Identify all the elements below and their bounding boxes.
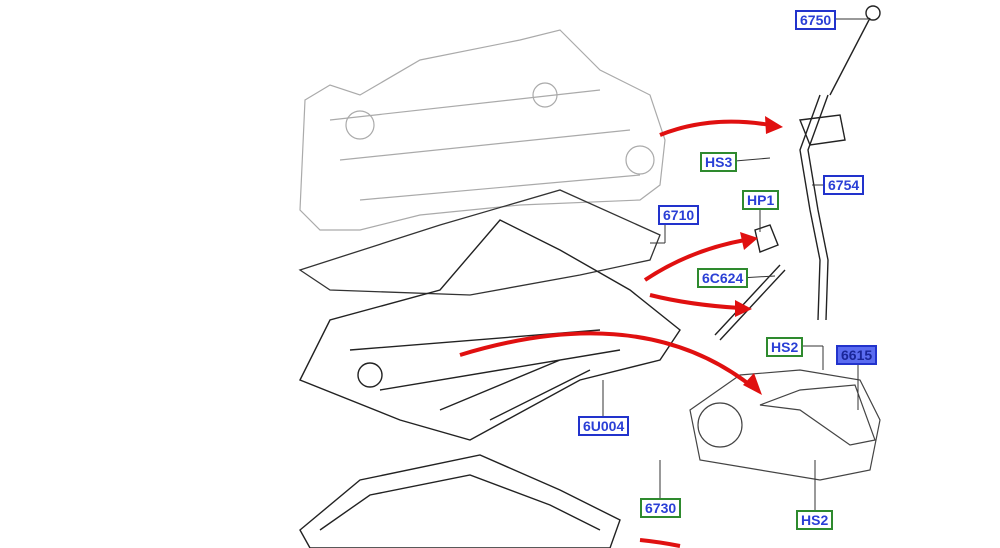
leader-lines (602, 18, 868, 510)
dipstick-and-tube (714, 5, 881, 341)
oil-pump-assembly (689, 369, 881, 481)
callout-6730[interactable]: 6730 (640, 498, 682, 518)
oil-pan-upper (299, 219, 681, 441)
red-arrows (459, 119, 771, 548)
callout-6754[interactable]: 6754 (823, 175, 865, 195)
callout-hs2-lower[interactable]: HS2 (796, 510, 834, 530)
oil-pan-gasket (298, 189, 661, 296)
oil-pan-lower (299, 454, 621, 548)
callout-hs3[interactable]: HS3 (700, 152, 738, 172)
callout-6c624[interactable]: 6C624 (697, 268, 749, 288)
callout-6u004[interactable]: 6U004 (578, 416, 630, 436)
callout-6710[interactable]: 6710 (658, 205, 700, 225)
cylinder-block (299, 29, 666, 231)
callout-hs2-upper[interactable]: HS2 (766, 337, 804, 357)
callout-hp1[interactable]: HP1 (742, 190, 780, 210)
arrow-heads (735, 116, 783, 395)
callout-6615[interactable]: 6615 (836, 345, 878, 365)
callout-6750[interactable]: 6750 (795, 10, 837, 30)
